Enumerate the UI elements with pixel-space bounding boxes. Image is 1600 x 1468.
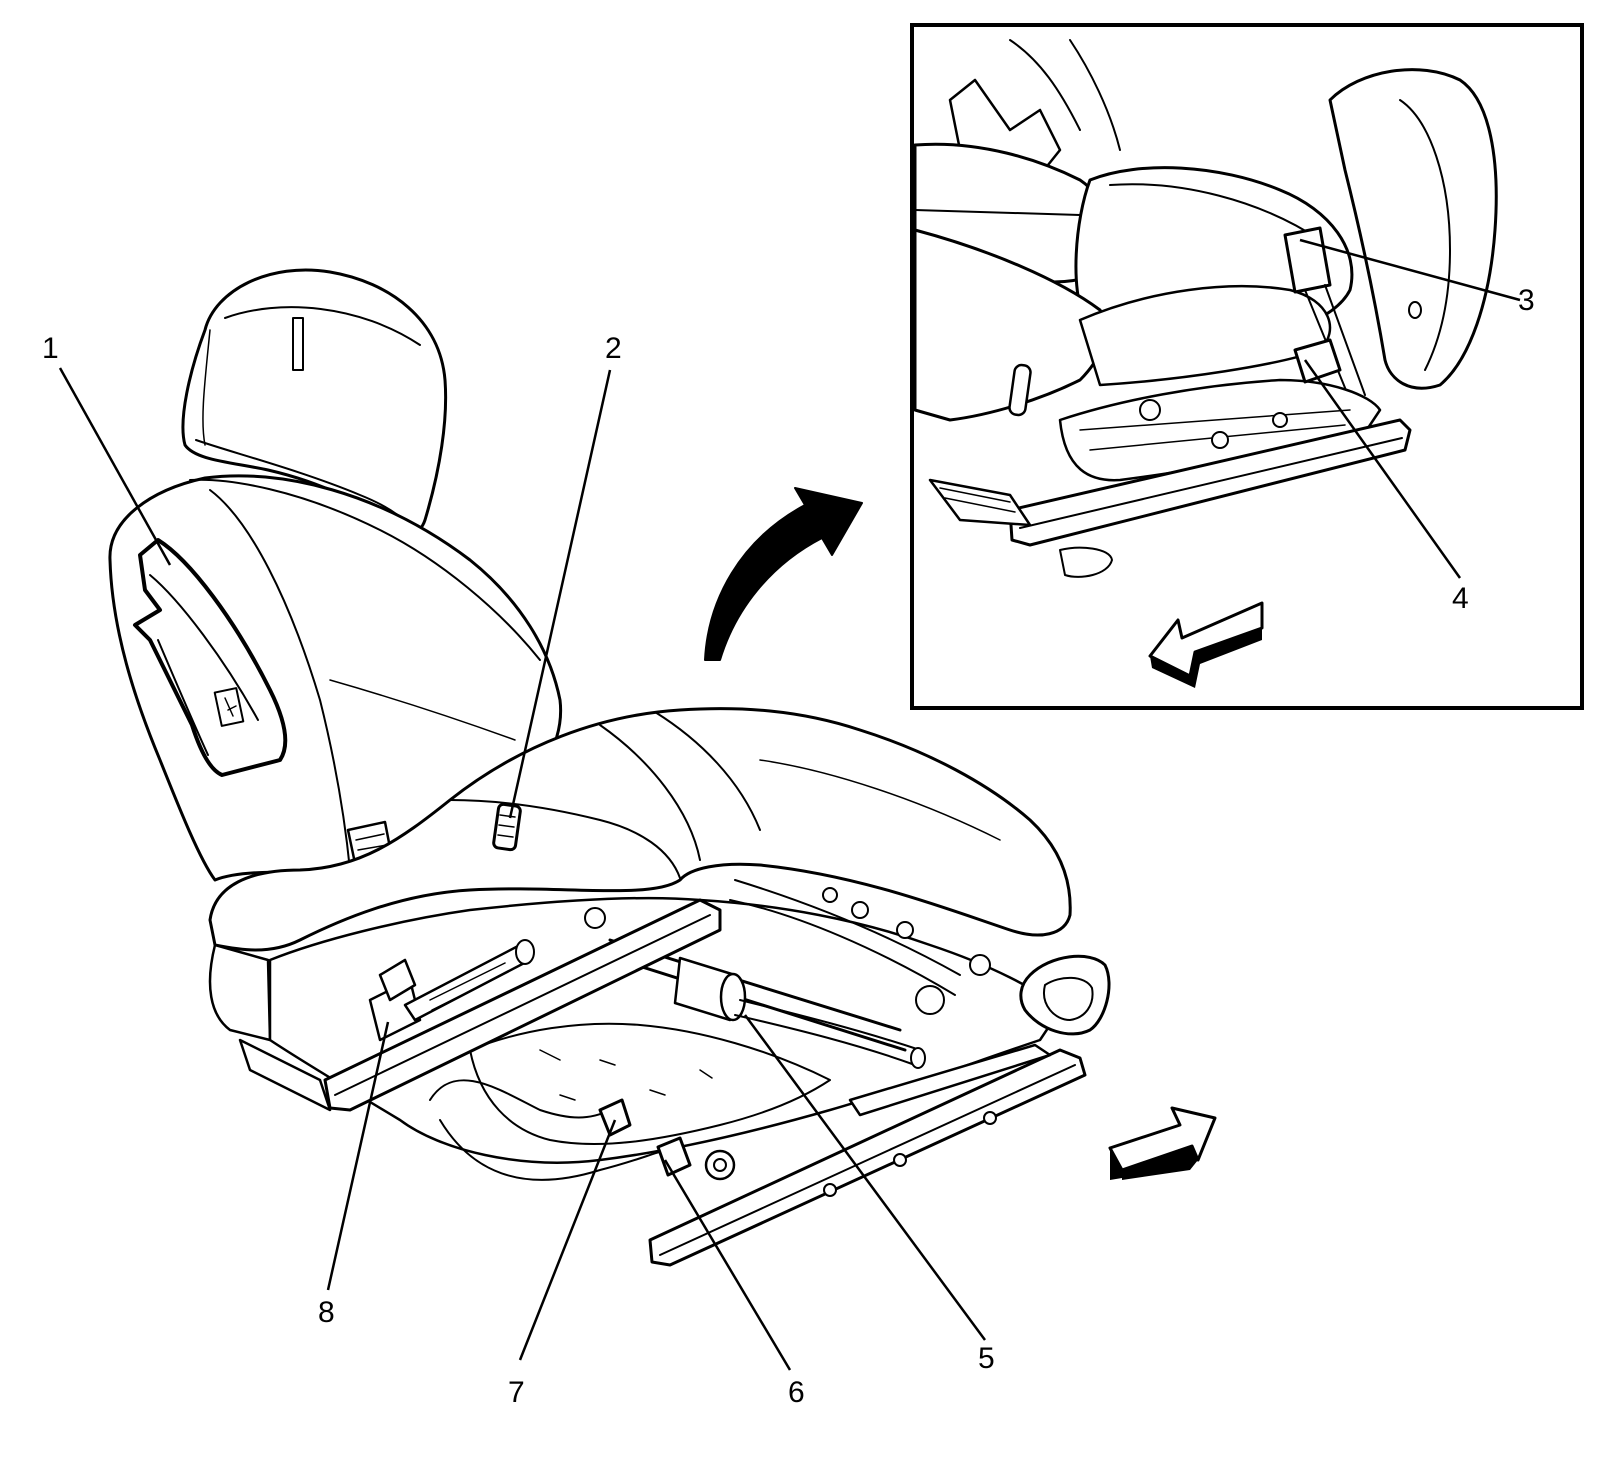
left-seat-track [238,898,722,1112]
inset-seat-illustration [913,39,1498,578]
callout-7: 7 [508,1376,525,1409]
callout-4: 4 [1452,582,1469,615]
seat-cushion [208,707,1072,1042]
leader-line-1 [58,367,172,566]
callout-3: 3 [1518,284,1535,317]
callout-6: 6 [788,1376,805,1409]
right-seat-track [648,954,1111,1267]
callout-1: 1 [42,332,59,365]
callout-labels: 1 2 3 4 5 6 7 8 [42,284,1535,1409]
curved-arrow-icon [704,487,863,661]
callout-5: 5 [978,1342,995,1375]
motor-cylinder [673,956,926,1069]
leader-line-4 [1303,359,1462,579]
callout-8: 8 [318,1296,335,1329]
inset-detail [910,23,1584,710]
seat-illustration [108,268,1111,1267]
inset-direction-arrow-icon [1148,601,1264,688]
forward-direction-arrow-icon [1108,1106,1217,1180]
leader-line-8 [326,1021,390,1291]
leader-line-2 [508,369,612,819]
wire-harness [429,1079,736,1181]
leader-lines [58,238,1521,1371]
callout-2: 2 [605,332,622,365]
leader-line-3 [1299,238,1521,302]
leader-line-7 [518,1119,617,1361]
leader-line-6 [663,1159,792,1371]
leader-line-5 [743,1014,987,1341]
